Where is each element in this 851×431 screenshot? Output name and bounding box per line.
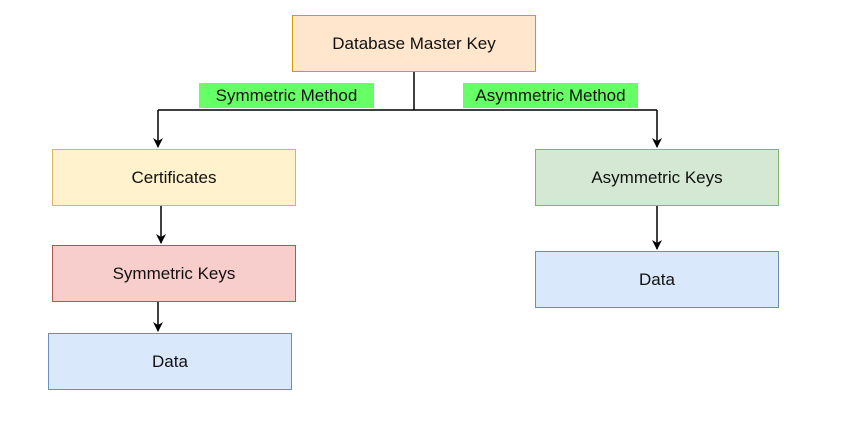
data-node-right: Data bbox=[535, 251, 779, 308]
symmetric-keys-node: Symmetric Keys bbox=[52, 245, 296, 302]
symmetric-method-label: Symmetric Method bbox=[199, 83, 374, 108]
asymmetric-keys-node: Asymmetric Keys bbox=[535, 149, 779, 206]
data-node-left: Data bbox=[48, 333, 292, 390]
certificates-node: Certificates bbox=[52, 149, 296, 206]
asymmetric-method-label: Asymmetric Method bbox=[463, 83, 638, 108]
database-master-key-node: Database Master Key bbox=[292, 15, 536, 72]
